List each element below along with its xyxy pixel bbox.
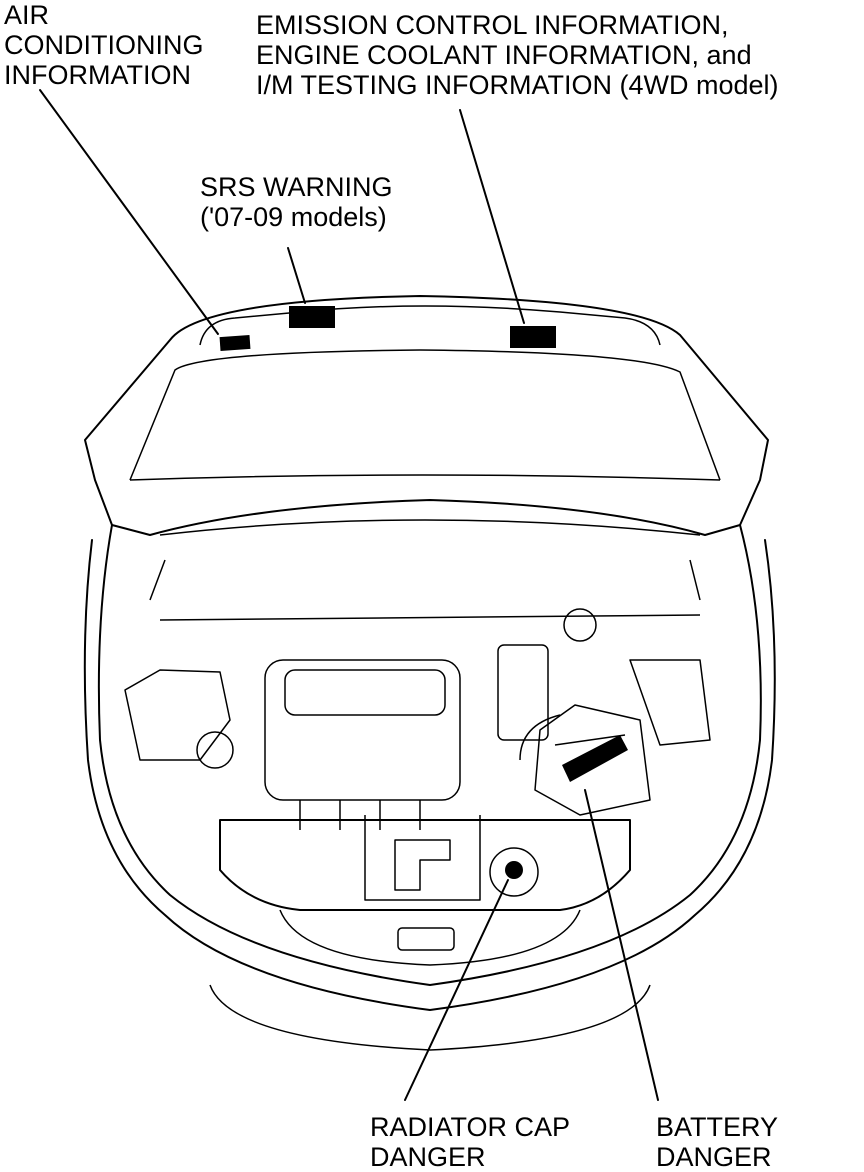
emission-label: EMISSION CONTROL INFORMATION, ENGINE COO… (256, 10, 779, 100)
ac-line-2: CONDITIONING (4, 30, 204, 60)
battery-line-1: BATTERY (656, 1112, 779, 1142)
battery (519, 704, 651, 816)
battery-label-tag (562, 735, 628, 782)
open-hood (84, 295, 769, 536)
engine-components (124, 608, 711, 830)
emission-line-2: ENGINE COOLANT INFORMATION, and (256, 40, 752, 70)
ac-line-3: INFORMATION (4, 60, 191, 90)
vehicle-body (83, 524, 776, 1051)
ac-label-tag (219, 334, 251, 352)
air-conditioning-label: AIR CONDITIONING INFORMATION (4, 0, 204, 90)
radiator-support (219, 815, 631, 966)
radiator-line-1: RADIATOR CAP (370, 1112, 571, 1142)
srs-line-2: ('07-09 models) (200, 202, 387, 232)
srs-label-tag (289, 306, 335, 328)
emission-label-tag (510, 326, 556, 348)
emission-line-3: I/M TESTING INFORMATION (4WD model) (256, 70, 779, 100)
leader-lines (39, 89, 659, 1101)
srs-warning-label: SRS WARNING ('07-09 models) (200, 172, 393, 232)
battery-line-2: DANGER (656, 1142, 772, 1172)
ac-line-1: AIR (4, 0, 50, 30)
radiator-cap-marker (505, 861, 523, 879)
radiator-cap-label: RADIATOR CAP DANGER (370, 1112, 570, 1172)
emission-line-1: EMISSION CONTROL INFORMATION, (256, 10, 729, 40)
battery-danger-label: BATTERY DANGER (656, 1112, 778, 1172)
radiator-line-2: DANGER (370, 1142, 486, 1172)
srs-line-1: SRS WARNING (200, 172, 393, 202)
